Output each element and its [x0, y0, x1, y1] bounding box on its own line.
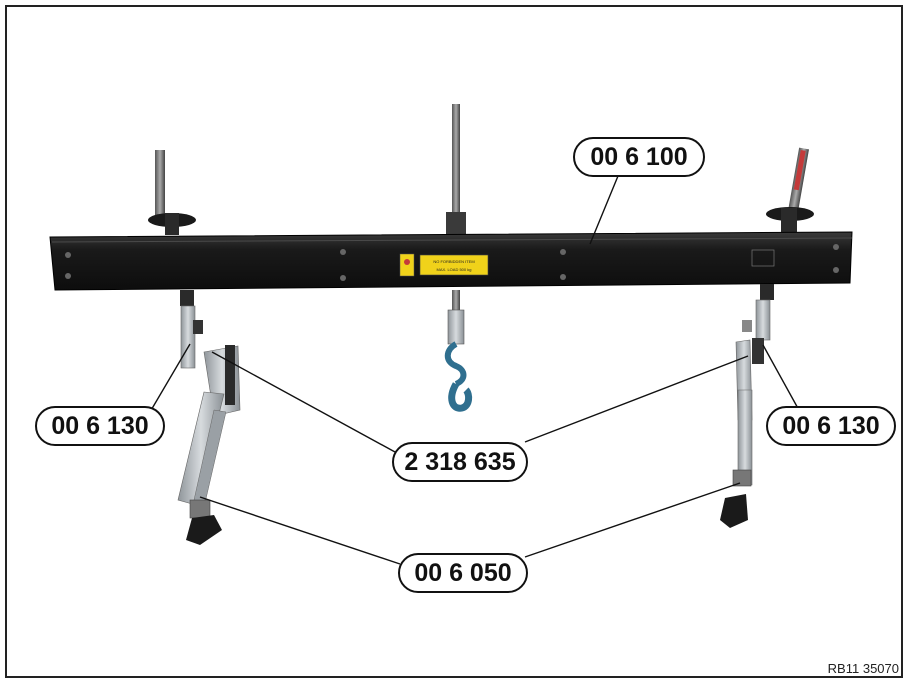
callout-foot: 00 6 050: [398, 553, 528, 593]
crossbar-beam: NO FORBIDDEN ITEM MAX. LOAD 500 kg: [49, 231, 853, 291]
right-support-leg: [720, 284, 774, 528]
beam-label-line1: NO FORBIDDEN ITEM: [433, 259, 474, 264]
left-spindle: [148, 150, 196, 235]
leader-lines: [149, 175, 801, 565]
center-spindle: [446, 104, 466, 238]
figure-reference: RB11 35070: [827, 661, 899, 676]
lifting-hook: [444, 290, 473, 412]
callout-adapter: 2 318 635: [392, 442, 528, 482]
callout-right-support: 00 6 130: [766, 406, 896, 446]
right-spindle: [766, 147, 814, 234]
beam-label-line2: MAX. LOAD 500 kg: [437, 267, 472, 272]
callout-left-support: 00 6 130: [35, 406, 165, 446]
left-support-leg: [177, 290, 241, 545]
callout-crossbar: 00 6 100: [573, 137, 705, 177]
